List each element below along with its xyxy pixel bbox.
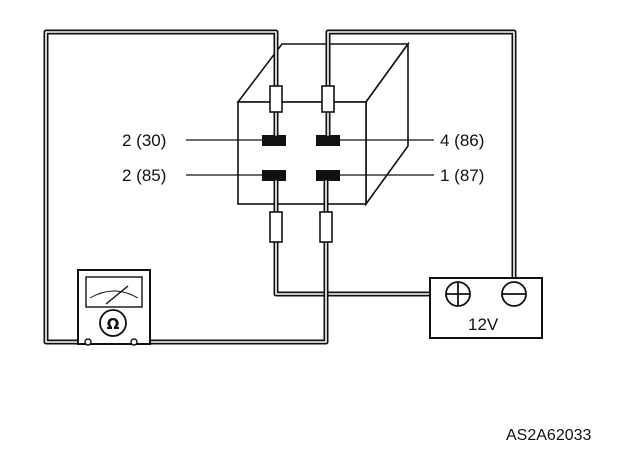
ohmmeter: Ω bbox=[77, 269, 151, 346]
connector-sleeve-30 bbox=[269, 85, 283, 113]
connector-sleeve-87 bbox=[319, 211, 333, 243]
ohm-symbol-icon: Ω bbox=[107, 315, 120, 333]
connector-sleeve-85 bbox=[269, 211, 283, 243]
ohmmeter-scale-window bbox=[85, 276, 143, 308]
relay-terminal-bottom-right bbox=[316, 170, 340, 181]
ohmmeter-needle bbox=[105, 285, 129, 305]
connector-sleeve-86 bbox=[321, 85, 335, 113]
battery-voltage-label: 12V bbox=[468, 315, 499, 334]
wire-terminal-87-to-ohmmeter bbox=[131, 178, 329, 345]
connector-sleeves bbox=[269, 85, 335, 243]
figure-code: AS2A62033 bbox=[506, 427, 592, 444]
terminal-label-top-right: 4 (86) bbox=[440, 131, 484, 150]
ohmmeter-scale-arc bbox=[89, 290, 139, 299]
terminal-label-bottom-right: 1 (87) bbox=[440, 166, 484, 185]
terminal-label-top-left: 2 (30) bbox=[122, 131, 166, 150]
relay-front-face bbox=[237, 101, 367, 205]
ohmmeter-terminal-left bbox=[84, 338, 92, 346]
ohmmeter-dial bbox=[99, 309, 127, 337]
relay bbox=[236, 41, 410, 207]
battery: 12V bbox=[429, 277, 543, 339]
relay-terminal-bottom-left bbox=[262, 170, 286, 181]
relay-terminal-top-left bbox=[262, 135, 286, 146]
terminal-leader-lines bbox=[186, 139, 434, 176]
terminal-label-bottom-left: 2 (85) bbox=[122, 166, 166, 185]
ohmmeter-terminal-right bbox=[130, 338, 138, 346]
relay-terminal-top-right bbox=[316, 135, 340, 146]
